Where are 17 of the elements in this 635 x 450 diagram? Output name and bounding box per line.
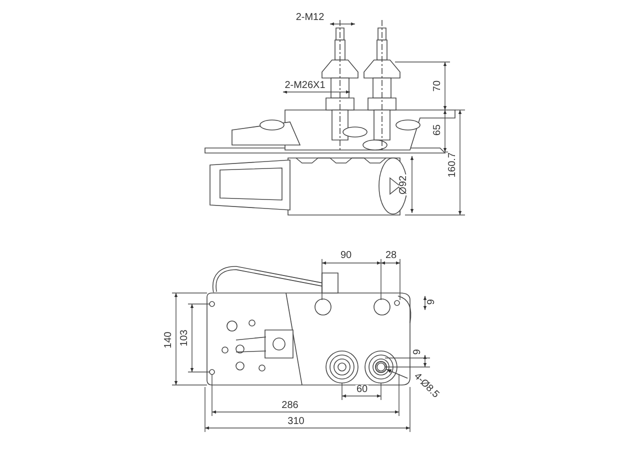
dimension-label: Ø92 [399, 174, 409, 196]
dimension-label: 70 [433, 79, 443, 93]
mounting-hole [375, 361, 387, 373]
dimension-label: 90 [339, 251, 353, 261]
dimension-label: 310 [286, 417, 306, 427]
dimension-label: 65 [433, 123, 443, 137]
dimension-label: 9 [413, 348, 423, 356]
dimension-label: 2-M26X1 [284, 81, 326, 91]
dimension-label: 28 [384, 251, 398, 261]
dimension-label: 140 [164, 330, 174, 350]
leader-line [386, 368, 408, 379]
dimension-label: 286 [280, 401, 300, 411]
dimension-label: 9 [427, 298, 437, 306]
dimension-label: 160.7 [448, 151, 458, 179]
dimension-label: 103 [180, 328, 190, 348]
dimension-label: 60 [355, 385, 369, 395]
dimension-label: 2-M12 [294, 13, 326, 23]
